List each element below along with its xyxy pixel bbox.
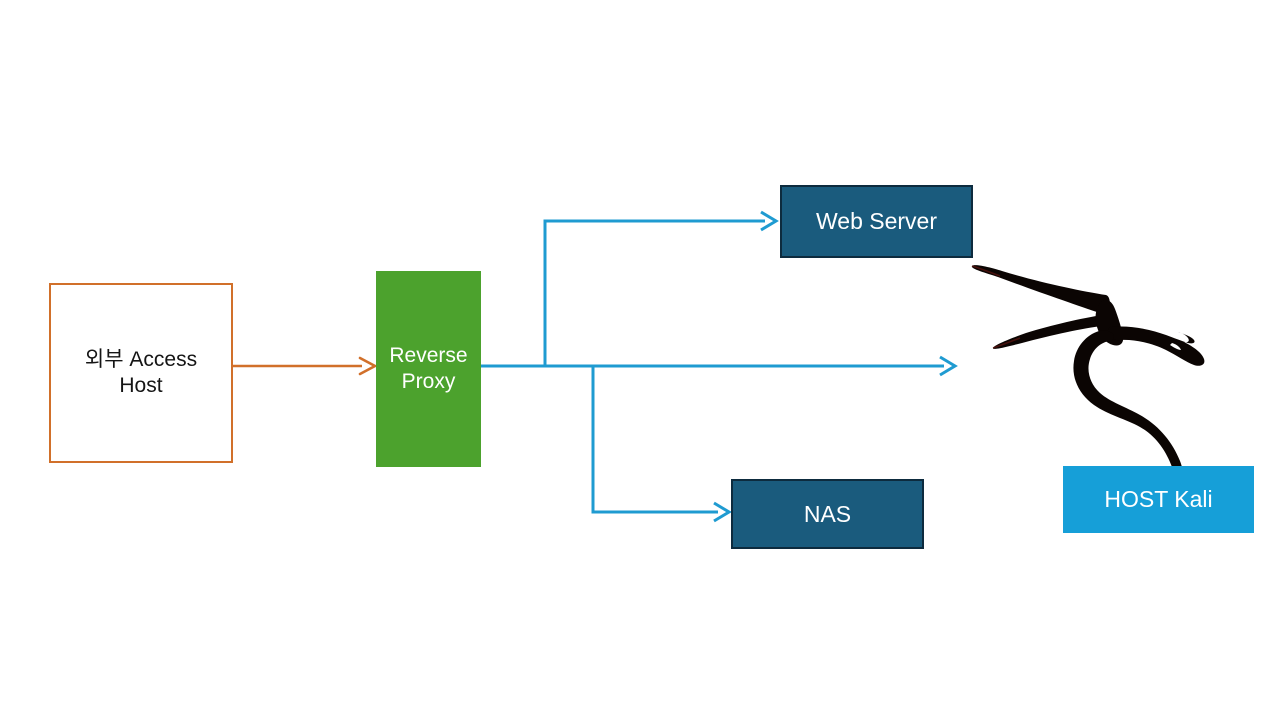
node-access-host-label: 외부 Access Host <box>84 347 198 397</box>
node-nas-label: NAS <box>803 500 852 527</box>
dragon-wing-tip-accent-lower <box>992 337 1021 349</box>
nas-arrowhead <box>713 501 732 523</box>
node-reverse-proxy-label: Reverse Proxy <box>389 343 468 393</box>
trunk-arrowhead <box>939 355 958 377</box>
nas-branch-line <box>591 366 718 514</box>
connector-reverse-proxy-to-nas <box>591 366 732 523</box>
kali-linux-dragon-logo <box>971 265 1205 480</box>
dragon-head <box>1107 326 1205 366</box>
connector-reverse-proxy-to-host-kali <box>481 355 958 377</box>
node-web-server-label: Web Server <box>815 208 937 235</box>
dragon-wing-tip-accent-upper <box>971 265 1001 277</box>
connector-reverse-proxy-to-web-server <box>543 210 779 366</box>
node-host-kali[interactable]: HOST Kali <box>1063 466 1254 533</box>
dragon-eye <box>1170 343 1181 350</box>
node-reverse-proxy[interactable]: Reverse Proxy <box>376 271 481 467</box>
dragon-upper-wing <box>971 265 1110 314</box>
dragon-lower-wing <box>992 314 1109 349</box>
dragon-shoulder <box>1095 299 1124 346</box>
web-server-arrowhead <box>760 210 779 232</box>
node-host-kali-label: HOST Kali <box>1104 486 1213 513</box>
ingress-arrowhead <box>358 356 378 376</box>
dragon-body <box>1073 330 1184 479</box>
connector-access-host-to-reverse-proxy <box>233 356 378 376</box>
node-nas[interactable]: NAS <box>731 479 924 549</box>
node-web-server[interactable]: Web Server <box>780 185 973 258</box>
node-access-host[interactable]: 외부 Access Host <box>49 283 233 463</box>
web-server-branch-line <box>543 219 765 366</box>
